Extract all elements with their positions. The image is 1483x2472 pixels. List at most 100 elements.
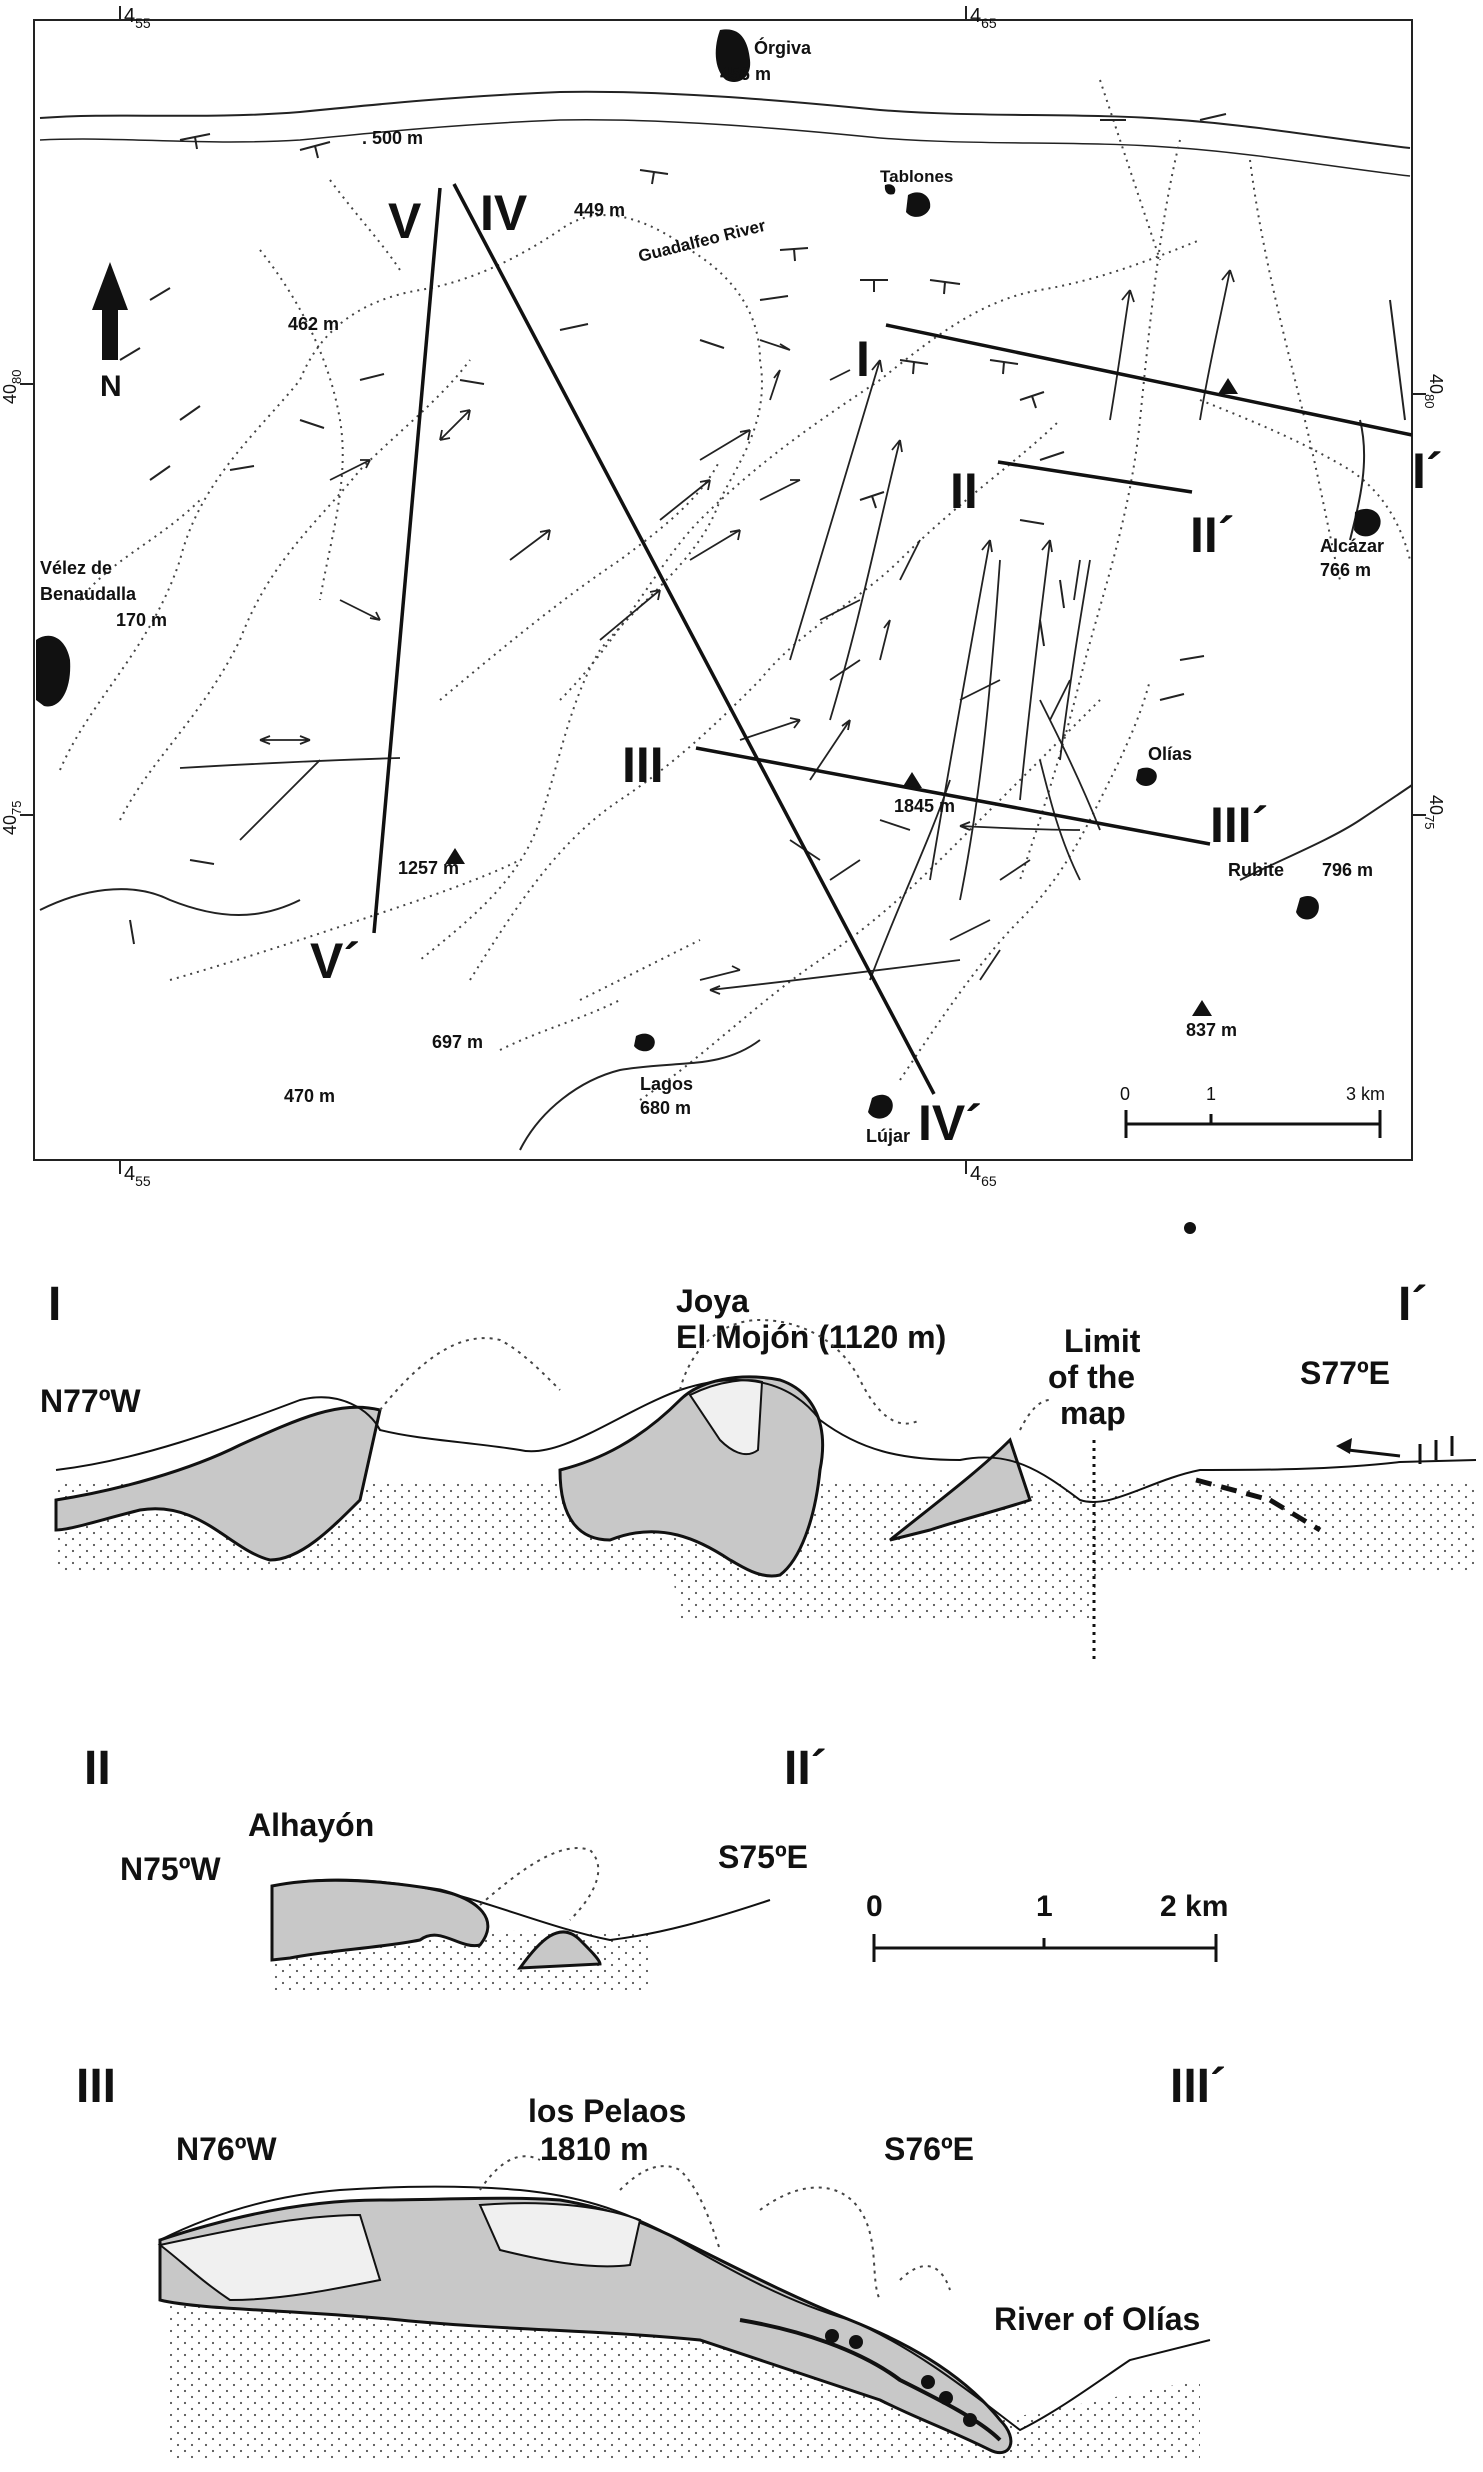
- coord-bottom-left: 455: [124, 1163, 151, 1189]
- elev-697: 697 m: [432, 1032, 483, 1052]
- label-section-I: I: [856, 331, 870, 387]
- section-III-unit-light: [157, 2202, 642, 2302]
- label-velez-elev: 170 m: [116, 610, 167, 630]
- map-frame: [33, 19, 1413, 1161]
- geologic-map: 455 465 455 465 4080 4075 4080 4075: [0, 5, 1446, 1189]
- cross-section-lines: [372, 183, 1413, 1095]
- label-rubite: Rubite: [1228, 860, 1284, 880]
- map-scale-bar: [1124, 1110, 1382, 1138]
- section-II-dir-left: N75ºW: [120, 1851, 221, 1887]
- section-scale-1: 1: [1036, 1890, 1053, 1923]
- section-I-peak-2: El Mojón (1120 m): [676, 1319, 946, 1355]
- section-scale-bar: [872, 1934, 1218, 1962]
- section-II-dir-right: S75ºE: [718, 1839, 808, 1875]
- section-I-topography: [55, 1379, 1477, 1503]
- cross-section-I: I I´ N77ºW S77ºE Joya El Mojón (1120 m) …: [40, 1278, 1477, 1660]
- guadalfeo-river: [39, 90, 1411, 177]
- olias-marker: [1136, 767, 1157, 786]
- coord-top-left: 455: [124, 5, 151, 31]
- lineation-arrows: [259, 339, 1081, 981]
- section-III-dir-right: S76ºE: [884, 2131, 974, 2167]
- section-line-III: [695, 746, 1211, 846]
- elev-449: 449 m: [574, 200, 625, 220]
- map-scale-3: 3 km: [1346, 1084, 1385, 1104]
- label-alcazar: Alcázar: [1320, 536, 1384, 556]
- label-section-V: V: [388, 193, 422, 249]
- section-III-river: River of Olías: [994, 2301, 1200, 2337]
- coord-left-lower: 4075: [0, 801, 24, 836]
- coordinate-ticks: [20, 6, 1426, 1174]
- elev-1845: 1845 m: [894, 796, 955, 816]
- section-III-dot-1: [825, 2329, 839, 2343]
- section-I-limit-2: of the: [1048, 1359, 1135, 1395]
- section-line-IV: [452, 183, 936, 1095]
- coord-left-upper: 4080: [0, 370, 24, 405]
- label-rubite-elev: 796 m: [1322, 860, 1373, 880]
- label-section-IV: IV: [480, 185, 528, 241]
- north-arrow-icon: [92, 262, 128, 360]
- section-III-dot-5: [963, 2413, 977, 2427]
- label-section-I-prime: I´: [1412, 443, 1443, 499]
- tablones-marker-2: [884, 184, 896, 195]
- section-I-unit-c: [889, 1437, 1032, 1542]
- section-III-dot-2: [849, 2335, 863, 2349]
- label-velez-2: Benaudalla: [40, 584, 137, 604]
- rubite-marker: [1296, 895, 1319, 920]
- elev-1257: 1257 m: [398, 858, 459, 878]
- section-III-dir-left: N76ºW: [176, 2131, 277, 2167]
- label-section-V-prime: V´: [310, 933, 360, 989]
- tablones-marker: [906, 192, 931, 217]
- section-II-start: II: [84, 1742, 111, 1795]
- label-tablones: Tablones: [880, 167, 953, 186]
- section-I-limit-1: Limit: [1064, 1323, 1141, 1359]
- label-section-II: II: [950, 463, 978, 519]
- section-scale-2: 2 km: [1160, 1890, 1228, 1923]
- section-III-peak-1: los Pelaos: [528, 2093, 686, 2129]
- boundaries: [39, 299, 1413, 1151]
- label-lagos: Lagos: [640, 1074, 693, 1094]
- label-alcazar-elev: 766 m: [1320, 560, 1371, 580]
- velez-marker: [36, 635, 71, 707]
- section-II-unit-2: [516, 1930, 602, 1970]
- elev-837: 837 m: [1186, 1020, 1237, 1040]
- label-olias: Olías: [1148, 744, 1192, 764]
- lujar-marker: [868, 1094, 893, 1119]
- lagos-marker: [634, 1033, 655, 1052]
- alcazar-marker: [1354, 508, 1381, 537]
- coord-right-upper: 4080: [1422, 374, 1446, 409]
- elev-470: 470 m: [284, 1086, 335, 1106]
- section-III-start: III: [76, 2060, 116, 2113]
- section-II-eroded-outline: [479, 1847, 600, 1921]
- section-I-peak-1: Joya: [676, 1283, 749, 1319]
- section-line-I: [885, 323, 1413, 437]
- section-scale-0: 0: [866, 1890, 883, 1923]
- section-I-end: I´: [1398, 1278, 1427, 1331]
- section-II-peak: Alhayón: [248, 1807, 374, 1843]
- north-arrow: N: [92, 262, 128, 403]
- north-label: N: [100, 370, 122, 403]
- section-line-II: [997, 460, 1193, 494]
- section-I-basement-deep: [670, 1560, 1100, 1620]
- section-I-unit-b-light: [688, 1379, 764, 1456]
- cross-section-II: II II´ N75ºW S75ºE Alhayón: [84, 1742, 827, 1990]
- label-section-II-prime: II´: [1190, 507, 1234, 563]
- coord-right-lower: 4075: [1422, 795, 1446, 830]
- section-II-end: II´: [784, 1742, 827, 1795]
- cross-section-III: III III´ N76ºW S76ºE los Pelaos 1810 m R…: [76, 2060, 1226, 2460]
- trend-arrows: [179, 269, 1235, 995]
- label-section-III-prime: III´: [1210, 797, 1268, 853]
- label-orgiva-elev: 456 m: [720, 64, 771, 84]
- label-lagos-elev: 680 m: [640, 1098, 691, 1118]
- section-III-end: III´: [1170, 2060, 1226, 2113]
- map-scale-1: 1: [1206, 1084, 1216, 1104]
- summit-markers: [445, 378, 1238, 1016]
- section-III-peak-2: 1810 m: [540, 2131, 649, 2167]
- map-section-labels: I I´ II II´ III III´ IV IV´ V V´: [310, 185, 1443, 1151]
- section-I-fault: [1195, 1477, 1322, 1533]
- label-orgiva: Órgiva: [754, 37, 812, 58]
- map-scale-0: 0: [1120, 1084, 1130, 1104]
- section-I-dir-right: S77ºE: [1300, 1355, 1390, 1391]
- label-velez-1: Vélez de: [40, 558, 112, 578]
- section-I-unit-a: [54, 1405, 382, 1562]
- coord-top-right: 465: [970, 5, 997, 31]
